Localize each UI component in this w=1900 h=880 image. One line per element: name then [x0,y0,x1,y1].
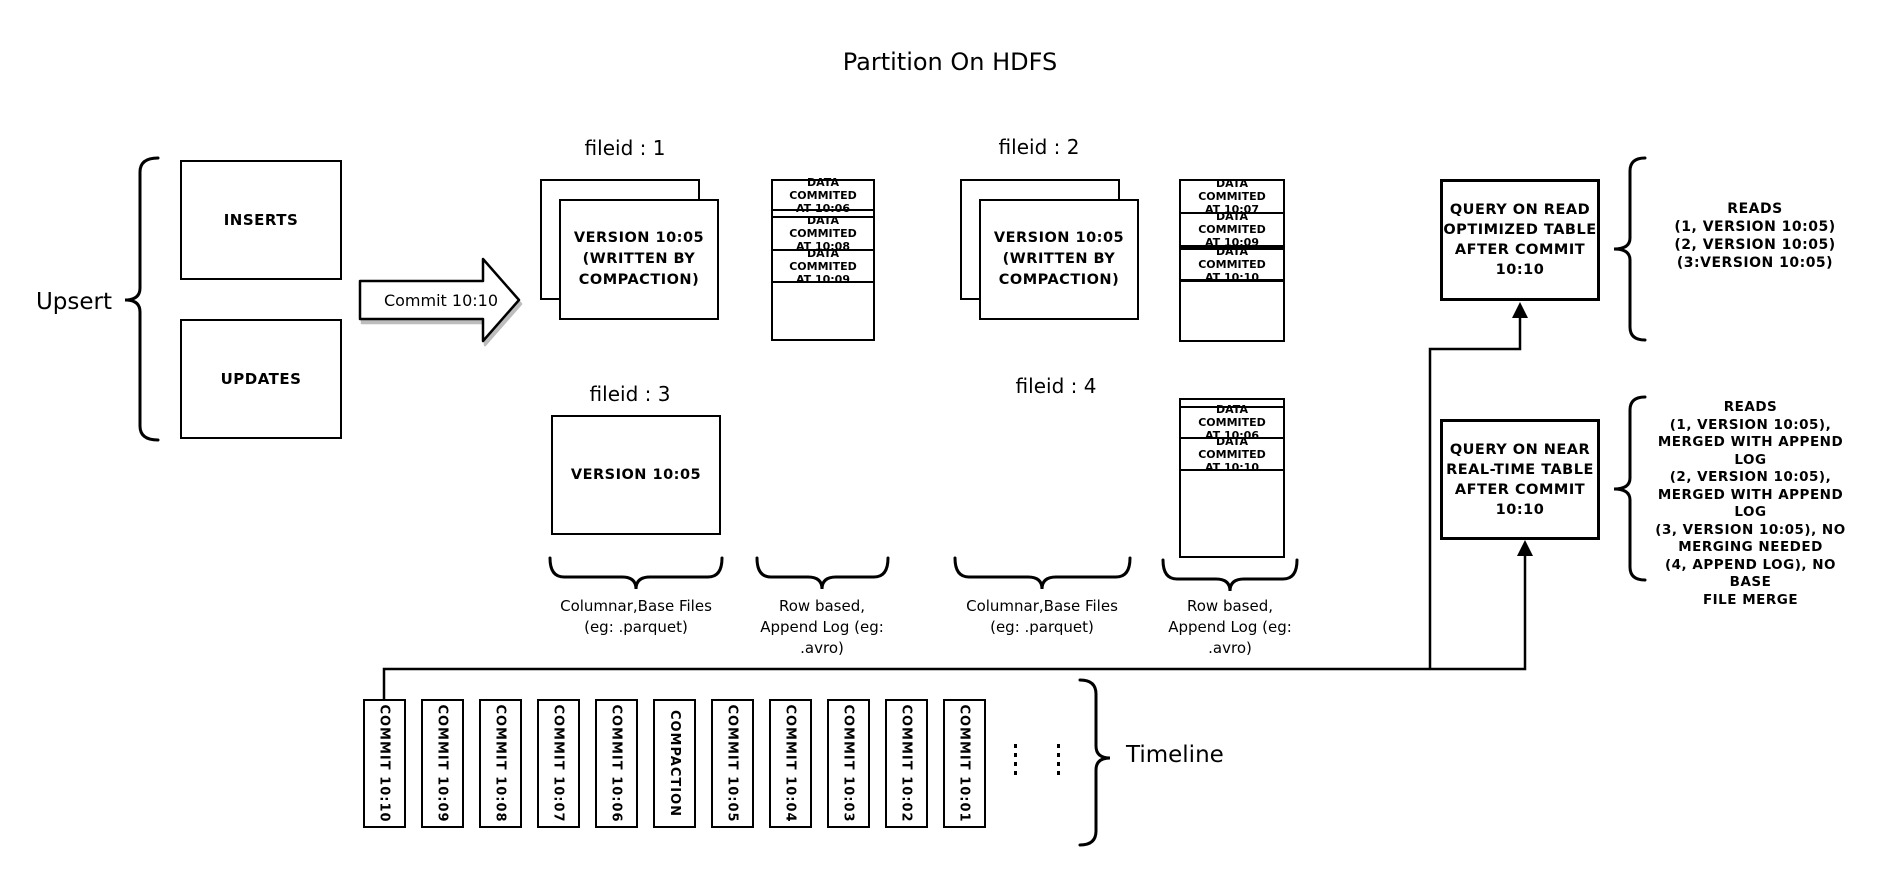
timeline-ellipsis-icon [1014,744,1017,777]
reads-brace-1-icon [1613,156,1647,342]
log-empty-space [1181,471,1283,556]
timeline-ellipsis-icon [1057,744,1060,777]
fileid-4-label: fileid : 4 [1015,374,1097,398]
timeline-to-ro-connector [1428,310,1522,669]
reads-brace-2-icon [1613,395,1647,582]
timeline-commit-label: COMMIT 10:09 [435,704,451,823]
timeline-commit-box: COMMIT 10:05 [711,699,754,828]
log-gap-strip [1181,400,1283,408]
append-log-2: DATA COMMITED AT 10:07 DATA COMMITED AT … [1179,177,1285,342]
log-empty-space [1181,282,1283,340]
ro-arrowhead-icon [1512,302,1528,318]
columnar-brace-1-icon [548,556,724,590]
timeline-commit-label: COMMIT 10:04 [783,704,799,823]
log-entry: DATA COMMITED AT 10:10 [1181,245,1283,284]
rowbased-brace-2-icon [1161,558,1299,592]
log-empty-space [773,283,873,339]
timeline-brace-icon [1078,678,1111,847]
log-entry: DATA COMMITED AT 10:06 [773,176,873,215]
log-entry: DATA COMMITED AT 10:06 [1181,403,1283,442]
timeline-commit-box: COMMIT 10:10 [363,699,406,828]
fileid-3-label: fileid : 3 [589,382,671,406]
fileid-1-base-file: VERSION 10:05 (WRITTEN BY COMPACTION) [559,199,719,320]
timeline-compaction-label: COMPACTION [667,709,683,818]
reads-annotation-near-real-time: READS (1, VERSION 10:05), MERGED WITH AP… [1655,399,1846,608]
timeline-commit-label: COMMIT 10:08 [493,704,509,823]
timeline-commit-label: COMMIT 10:07 [551,704,567,823]
row-based-append-log-caption-1: Row based, Append Log (eg: .avro) [760,597,884,657]
fileid-1-label: fileid : 1 [584,136,666,160]
append-log-4: DATA COMMITED AT 10:06 DATA COMMITED AT … [1179,398,1285,558]
columnar-base-files-caption-1: Columnar,Base Files (eg: .parquet) [560,597,712,636]
timeline-commit-box: COMMIT 10:08 [479,699,522,828]
updates-box: UPDATES [180,319,342,439]
log-entry: DATA COMMITED AT 10:10 [1181,435,1283,474]
timeline-commit-box: COMMIT 10:04 [769,699,812,828]
fileid-2-base-file: VERSION 10:05 (WRITTEN BY COMPACTION) [979,199,1139,320]
columnar-base-files-caption-2: Columnar,Base Files (eg: .parquet) [966,597,1118,636]
fileid-3-base-file-text: VERSION 10:05 [570,467,702,483]
fileid-2-label: fileid : 2 [998,135,1080,159]
inserts-label: INSERTS [223,211,299,229]
query-read-optimized-text: QUERY ON READ OPTIMIZED TABLE AFTER COMM… [1443,202,1597,278]
fileid-2-base-file-text: VERSION 10:05 (WRITTEN BY COMPACTION) [993,230,1125,288]
append-log-1: DATA COMMITED AT 10:06 DATA COMMITED AT … [771,176,875,341]
rowbased-brace-1-icon [755,556,890,590]
timeline-commit-box: COMMIT 10:01 [943,699,986,828]
timeline-commit-label: COMMIT 10:06 [609,704,625,823]
query-near-real-time-box: QUERY ON NEAR REAL-TIME TABLE AFTER COMM… [1440,419,1600,540]
timeline-commit-box: COMMIT 10:07 [537,699,580,828]
nrt-arrowhead-icon [1517,540,1533,556]
fileid-3-base-file: VERSION 10:05 [551,415,721,535]
inserts-box: INSERTS [180,160,342,280]
row-based-append-log-caption-2: Row based, Append Log (eg: .avro) [1168,597,1292,657]
log-entry: DATA COMMITED AT 10:09 [1181,210,1283,249]
timeline-commit-label: COMMIT 10:02 [899,704,915,823]
fileid-1-base-file-text: VERSION 10:05 (WRITTEN BY COMPACTION) [573,230,705,288]
timeline-commit-label: COMMIT 10:01 [957,704,973,823]
timeline-to-nrt-connector [382,548,1527,699]
timeline-commit-box: COMMIT 10:06 [595,699,638,828]
timeline-commit-label: COMMIT 10:03 [841,704,857,823]
upsert-label: Upsert [35,289,113,315]
timeline-commit-box: COMMIT 10:02 [885,699,928,828]
upsert-brace-icon [124,156,160,442]
commit-arrow-icon [358,257,521,343]
commit-arrow-label: Commit 10:10 [383,291,499,310]
timeline-commit-box: COMMIT 10:09 [421,699,464,828]
reads-annotation-read-optimized: READS (1, VERSION 10:05) (2, VERSION 10:… [1674,201,1836,271]
timeline-compaction-box: COMPACTION [653,699,696,828]
log-gap-strip [773,211,873,218]
log-entry: DATA COMMITED AT 10:07 [1181,177,1283,216]
timeline-label: Timeline [1126,742,1224,768]
timeline-commit-box: COMMIT 10:03 [827,699,870,828]
timeline-commit-label: COMMIT 10:05 [725,704,741,823]
columnar-brace-2-icon [953,556,1132,590]
query-near-real-time-text: QUERY ON NEAR REAL-TIME TABLE AFTER COMM… [1446,441,1594,518]
page-title: Partition On HDFS [842,48,1058,76]
query-read-optimized-box: QUERY ON READ OPTIMIZED TABLE AFTER COMM… [1440,179,1600,301]
timeline-commit-label: COMMIT 10:10 [377,704,393,823]
log-entry: DATA COMMITED AT 10:08 [773,214,873,253]
log-entry: DATA COMMITED AT 10:09 [773,247,873,286]
updates-label: UPDATES [220,370,302,388]
